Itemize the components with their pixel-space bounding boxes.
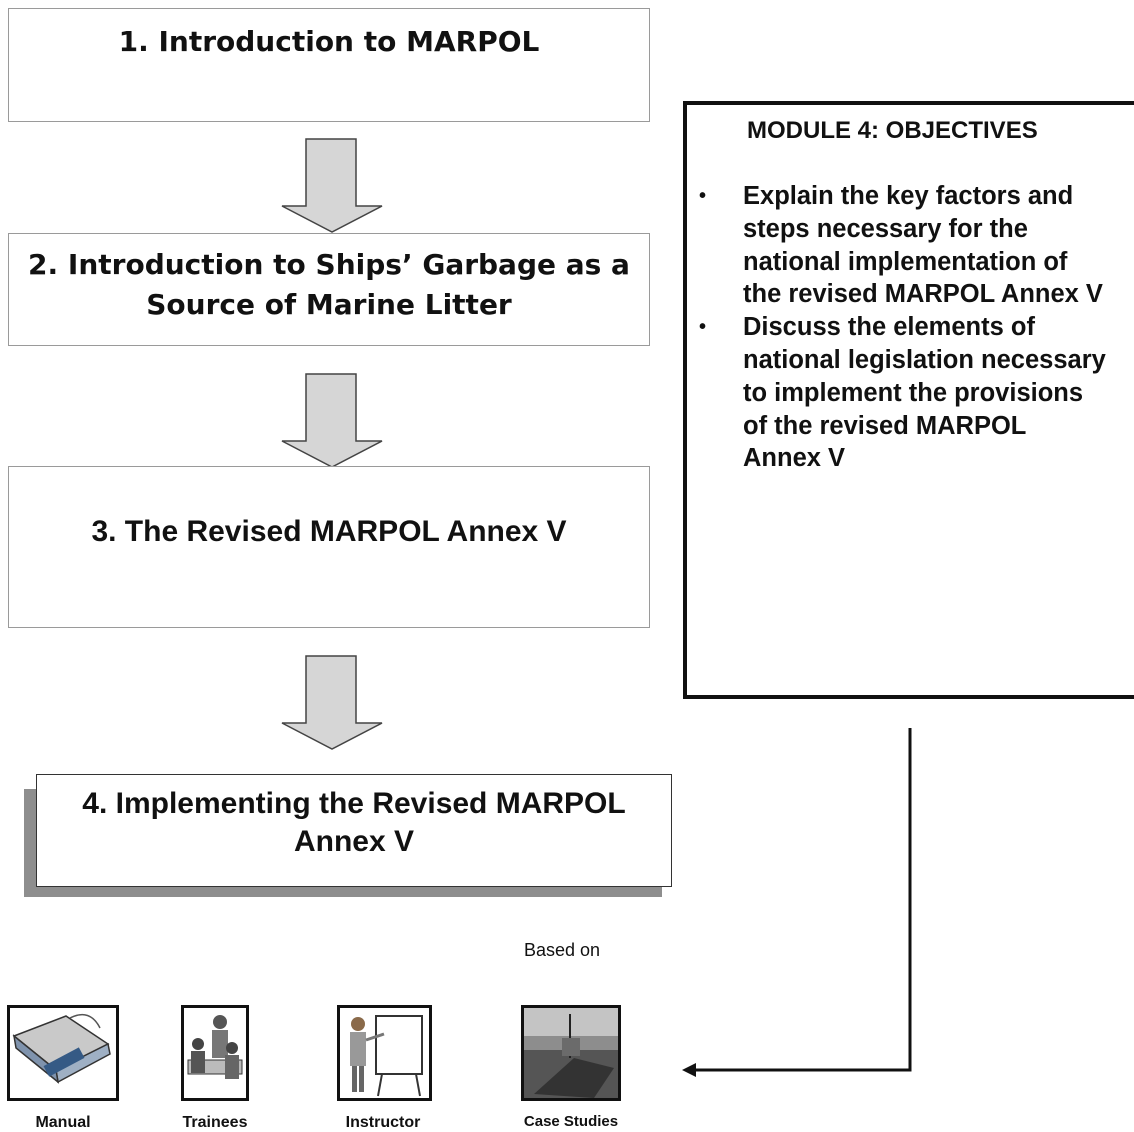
- manual-label: Manual: [35, 1114, 91, 1131]
- manual-icon: [7, 1005, 119, 1101]
- step-3-box: 3. The Revised MARPOL Annex V: [8, 466, 650, 628]
- instructor-icon: [337, 1005, 432, 1101]
- step-1-label: 1. Introduction to MARPOL: [118, 25, 540, 58]
- objective-2-line: to implement the provisions: [743, 378, 1084, 407]
- objectives-heading: MODULE 4: OBJECTIVES: [747, 117, 1038, 144]
- objective-item-2: • Discuss the elements of national legis…: [687, 311, 1132, 475]
- case-studies-label: Case Studies: [523, 1113, 619, 1130]
- bullet: •: [699, 185, 707, 207]
- objective-1-line: steps necessary for the: [743, 214, 1028, 243]
- step-4-label-line2: Annex V: [293, 825, 415, 858]
- objective-item-1: • Explain the key factors and steps nece…: [687, 180, 1132, 311]
- objective-1-line: the revised MARPOL Annex V: [743, 280, 1103, 309]
- objective-1-line: national implementation of: [743, 247, 1068, 276]
- instructor-label: Instructor: [345, 1114, 421, 1131]
- trainees-label: Trainees: [182, 1114, 248, 1131]
- down-arrow-2: [281, 373, 383, 468]
- trainees-icon: [181, 1005, 249, 1101]
- step-1-box: 1. Introduction to MARPOL: [8, 8, 650, 122]
- objective-2-line: national legislation necessary: [743, 345, 1106, 374]
- objective-2-line: of the revised MARPOL: [743, 411, 1027, 440]
- step-2-label-line2: Source of Marine Litter: [146, 288, 512, 321]
- bullet: •: [699, 316, 707, 339]
- step-2-label-line1: 2. Introduction to Ships’ Garbage as a: [28, 248, 630, 281]
- case-studies-icon: [521, 1005, 621, 1101]
- connector-arrow: [682, 728, 912, 1077]
- step-2-box: 2. Introduction to Ships’ Garbage as a S…: [8, 233, 650, 346]
- objective-2-line: Annex V: [743, 444, 846, 473]
- step-4-box: 4. Implementing the Revised MARPOL Annex…: [36, 774, 672, 887]
- objectives-list: • Explain the key factors and steps nece…: [687, 180, 1132, 475]
- objectives-panel: MODULE 4: OBJECTIVES • Explain the key f…: [683, 101, 1134, 699]
- down-arrow-3: [281, 655, 383, 750]
- objective-2-line: Discuss the elements of: [743, 313, 1035, 342]
- step-4-label-line1: 4. Implementing the Revised MARPOL: [82, 787, 626, 820]
- down-arrow-1: [281, 138, 383, 233]
- objective-1-line: Explain the key factors and: [743, 182, 1074, 210]
- based-on-label: Based on: [524, 940, 601, 960]
- step-3-label: 3. The Revised MARPOL Annex V: [91, 515, 567, 548]
